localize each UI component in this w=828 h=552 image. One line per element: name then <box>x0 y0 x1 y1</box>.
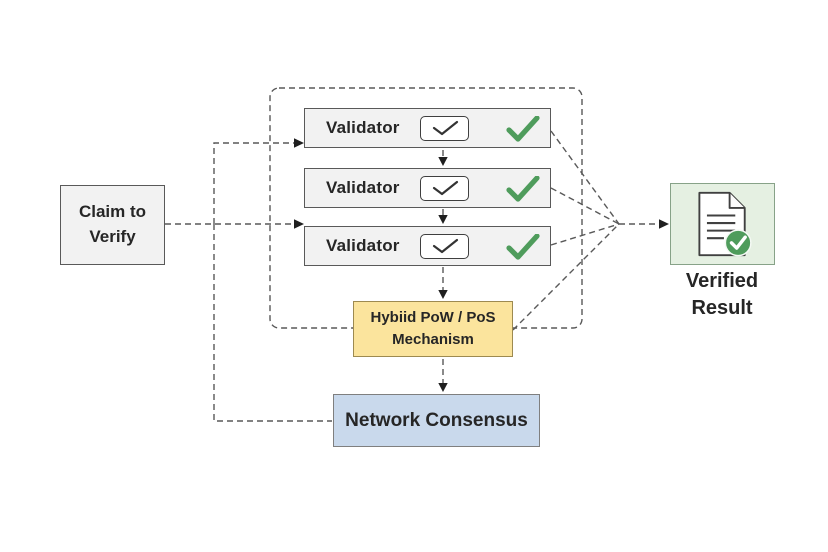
network-consensus-box: Network Consensus <box>333 394 540 447</box>
green-check-icon <box>506 116 540 142</box>
verified-document-icon <box>697 191 752 257</box>
connector-mechanism-result <box>512 223 620 331</box>
validator-label: Validator <box>326 118 400 137</box>
arrowhead-into-validator1 <box>294 138 304 148</box>
connector-claim-to-consensus <box>213 224 332 422</box>
arrowhead-into-consensus <box>438 383 448 392</box>
arrowhead-into-result <box>659 219 669 229</box>
checkbox-icon <box>420 116 469 141</box>
verified-result-box <box>670 183 775 265</box>
arrowhead-into-validator3 <box>294 219 304 229</box>
arrowhead-into-validator3-top <box>438 215 448 224</box>
green-check-icon <box>506 176 540 202</box>
checkbox-icon <box>420 234 469 259</box>
checkmark-icon <box>432 238 458 254</box>
arrowhead-into-mechanism <box>438 290 448 299</box>
validator-row-3: Validator <box>304 226 551 266</box>
validator-label: Validator <box>326 178 400 197</box>
arrowhead-into-validator2 <box>438 157 448 166</box>
check-badge-icon <box>724 229 752 257</box>
checkmark-icon <box>432 180 458 196</box>
hybrid-mechanism-box: Hybiid PoW / PoS Mechanism <box>353 301 513 357</box>
claim-to-verify-box: Claim to Verify <box>60 185 165 265</box>
green-check-icon <box>506 234 540 260</box>
validator-row-1: Validator <box>304 108 551 148</box>
connector-validator1-result <box>550 130 620 225</box>
checkbox-icon <box>420 176 469 201</box>
connector-validator2-result <box>550 187 620 225</box>
consensus-label: Network Consensus <box>345 409 528 431</box>
mechanism-label: Hybiid PoW / PoS Mechanism <box>370 308 496 349</box>
validator-row-2: Validator <box>304 168 551 208</box>
connector-validator3-result <box>550 223 620 246</box>
validator-label: Validator <box>326 236 400 255</box>
claim-label: Claim to Verify <box>78 202 147 246</box>
connector-claim-to-validator1 <box>213 142 294 224</box>
result-label: Verified Result <box>685 270 759 319</box>
checkmark-icon <box>432 120 458 136</box>
